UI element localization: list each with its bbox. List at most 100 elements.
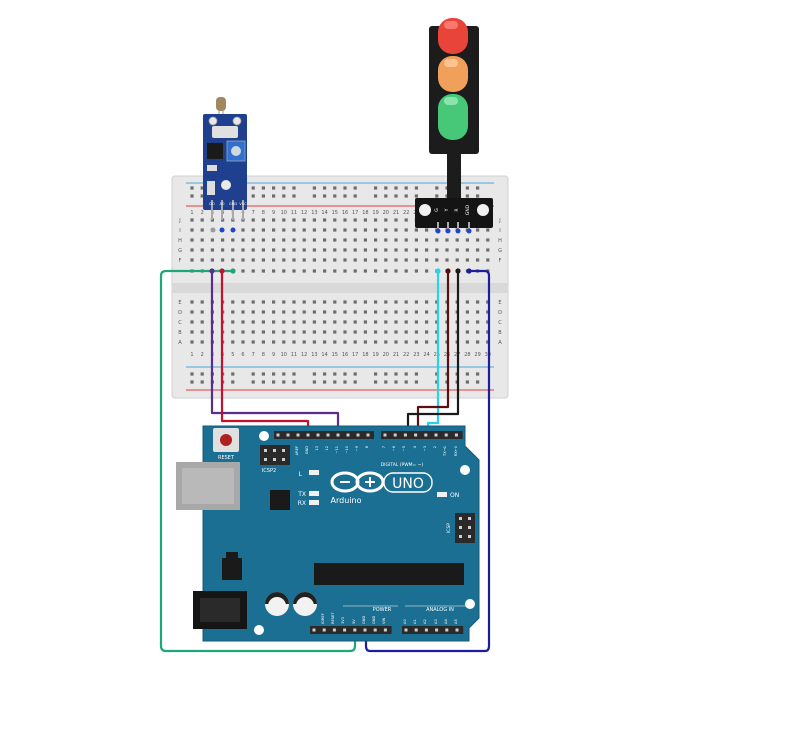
breadboard-hole[interactable] [272,218,276,222]
rail-hole[interactable] [323,380,327,384]
header-pin[interactable] [276,433,280,437]
breadboard-hole[interactable] [384,218,388,222]
rail-hole[interactable] [282,186,286,190]
rail-hole[interactable] [374,194,378,198]
rail-hole[interactable] [343,186,347,190]
breadboard-hole[interactable] [323,330,327,334]
breadboard-hole[interactable] [425,228,429,232]
breadboard-hole[interactable] [414,269,418,273]
breadboard-hole[interactable] [333,320,337,324]
breadboard-hole[interactable] [302,300,306,304]
rail-hole[interactable] [323,186,327,190]
header-pin[interactable] [468,535,471,538]
header-pin[interactable] [383,433,387,437]
breadboard-hole[interactable] [435,248,439,252]
breadboard-hole[interactable] [251,310,255,314]
rail-hole[interactable] [261,372,265,376]
breadboard-hole[interactable] [404,320,408,324]
breadboard-hole[interactable] [251,269,255,273]
rail-hole[interactable] [476,186,480,190]
breadboard-hole[interactable] [292,320,296,324]
rail-hole[interactable] [282,380,286,384]
breadboard-hole[interactable] [343,340,347,344]
header-pin[interactable] [332,628,336,632]
breadboard-hole[interactable] [353,248,357,252]
header-pin[interactable] [316,433,320,437]
rail-hole[interactable] [272,186,276,190]
breadboard-hole[interactable] [200,248,204,252]
rail-hole[interactable] [353,194,357,198]
breadboard-hole[interactable] [404,228,408,232]
rail-hole[interactable] [251,380,255,384]
breadboard-hole[interactable] [190,238,194,242]
header-pin[interactable] [296,433,300,437]
rail-hole[interactable] [384,194,388,198]
breadboard-hole[interactable] [435,340,439,344]
breadboard-hole[interactable] [343,228,347,232]
breadboard-hole[interactable] [476,258,480,262]
breadboard-hole[interactable] [282,248,286,252]
breadboard-hole[interactable] [231,310,235,314]
breadboard-hole[interactable] [312,340,316,344]
breadboard-hole[interactable] [333,340,337,344]
breadboard-hole[interactable] [312,238,316,242]
breadboard-hole[interactable] [190,228,194,232]
rail-hole[interactable] [282,194,286,198]
header-pin[interactable] [459,535,462,538]
breadboard-hole[interactable] [272,300,276,304]
header-pin[interactable] [353,628,357,632]
rail-hole[interactable] [465,380,469,384]
breadboard-hole[interactable] [241,248,245,252]
breadboard-hole[interactable] [404,310,408,314]
header-pin[interactable] [282,449,285,452]
reset-button-cap-icon[interactable] [220,434,232,446]
rail-hole[interactable] [404,194,408,198]
breadboard-hole[interactable] [312,310,316,314]
rail-hole[interactable] [476,194,480,198]
breadboard-hole[interactable] [302,218,306,222]
rail-hole[interactable] [323,372,327,376]
breadboard-hole[interactable] [404,218,408,222]
wire-vcc-5v[interactable] [159,269,357,653]
breadboard-hole[interactable] [343,300,347,304]
breadboard-hole[interactable] [404,238,408,242]
breadboard-hole[interactable] [323,238,327,242]
header-pin[interactable] [468,517,471,520]
breadboard-hole[interactable] [231,248,235,252]
breadboard-hole[interactable] [251,320,255,324]
breadboard-hole[interactable] [292,310,296,314]
breadboard-hole[interactable] [374,218,378,222]
header-pin[interactable] [264,449,267,452]
wire-sensor-gnd[interactable] [210,271,340,433]
breadboard-hole[interactable] [333,218,337,222]
breadboard-hole[interactable] [292,248,296,252]
breadboard-hole[interactable] [384,320,388,324]
breadboard-hole[interactable] [302,238,306,242]
breadboard-hole[interactable] [425,310,429,314]
breadboard-hole[interactable] [486,320,490,324]
header-pin[interactable] [445,628,449,632]
breadboard-hole[interactable] [414,238,418,242]
header-pin[interactable] [414,433,418,437]
breadboard-hole[interactable] [251,330,255,334]
header-pin[interactable] [424,433,428,437]
breadboard-hole[interactable] [241,340,245,344]
breadboard-hole[interactable] [200,228,204,232]
rail-hole[interactable] [333,372,337,376]
breadboard-hole[interactable] [353,228,357,232]
breadboard-hole[interactable] [374,330,378,334]
rail-hole[interactable] [404,372,408,376]
breadboard-hole[interactable] [394,330,398,334]
breadboard-hole[interactable] [312,228,316,232]
rail-hole[interactable] [312,194,316,198]
breadboard-hole[interactable] [302,340,306,344]
rail-hole[interactable] [251,186,255,190]
breadboard-hole[interactable] [282,330,286,334]
rail-hole[interactable] [272,380,276,384]
breadboard-hole[interactable] [190,340,194,344]
breadboard-hole[interactable] [394,340,398,344]
breadboard-hole[interactable] [241,238,245,242]
breadboard-hole[interactable] [241,300,245,304]
header-pin[interactable] [363,628,367,632]
breadboard-hole[interactable] [272,330,276,334]
